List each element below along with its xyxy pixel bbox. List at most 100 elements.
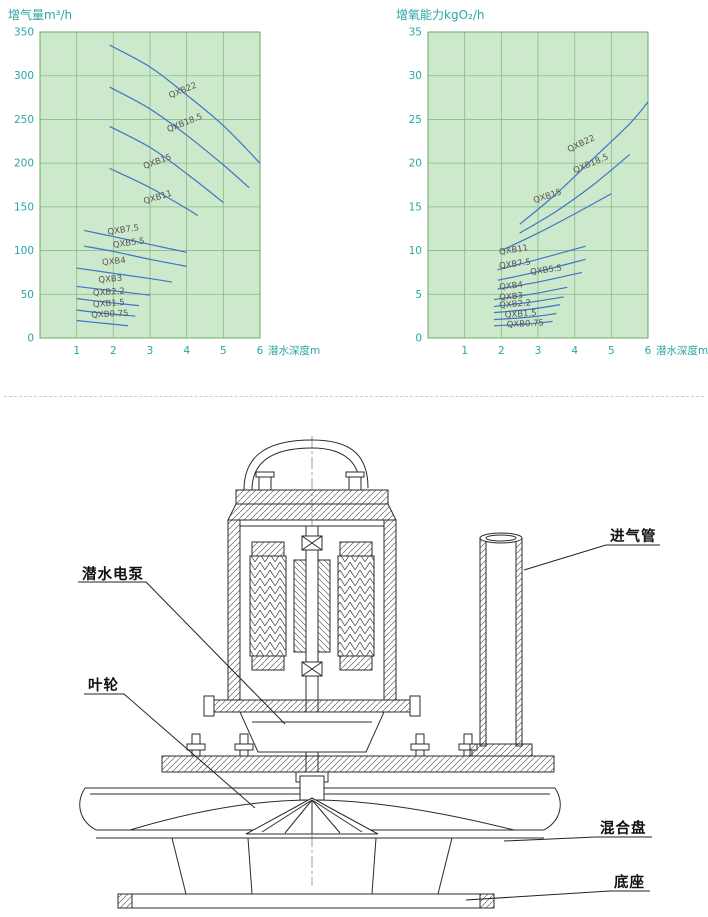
x-tick-label: 1: [461, 345, 468, 357]
gas-volume-chart: 增气量m³/h 1 2 3 4 5 6 0 50 100 150 200 250 300 350 潜水深度m…: [6, 6, 320, 362]
bearing-top: [301, 535, 323, 551]
base-plate: [117, 893, 495, 909]
y-tick-label: 25: [409, 114, 422, 126]
curve-label-QXB2.2: QXB2.2: [93, 287, 125, 299]
y-tick-label: 250: [14, 114, 34, 126]
mounting-plate: [161, 733, 555, 783]
leader-lines: [78, 544, 660, 901]
motor-housing: [227, 519, 397, 701]
label-impeller: 叶轮: [88, 678, 119, 694]
y-tick-label: 200: [14, 158, 34, 170]
curve-label-QXB3: QXB3: [499, 291, 524, 303]
curve-QXB22: [519, 101, 649, 225]
x-axis-label: 潜水深度m: [656, 344, 708, 357]
curve-QXB15: [109, 125, 224, 203]
oxygen-capacity-chart: 增氧能力kgO₂/h 1 2 3 4 5 6 0 5 10 15 20 25 30 35 潜水深度m QXB2…: [394, 6, 708, 362]
curve-QXB7.5: [83, 229, 187, 253]
impeller: [245, 775, 379, 835]
curve-QXB1.5: [76, 309, 136, 317]
pedestal: [171, 837, 453, 895]
y-tick-label: 5: [415, 289, 422, 301]
curve-label-QXB4: QXB4: [499, 280, 524, 292]
section-divider: [4, 396, 704, 397]
y-tick-label: 0: [415, 333, 422, 345]
curve-label-QXB5.5: QXB5.5: [112, 236, 145, 250]
x-tick-label: 4: [571, 345, 578, 357]
curve-QXB5.5: [497, 271, 583, 290]
air-intake-pipe: [469, 532, 533, 757]
curve-QXB3: [76, 285, 151, 296]
leader-impeller: [84, 693, 256, 809]
curve-QXB3: [493, 296, 564, 308]
oxygen-capacity-axis-title: 增氧能力kgO₂/h: [396, 8, 485, 22]
curve-label-QXB0.75: QXB0.75: [506, 318, 544, 330]
curve-QXB15: [501, 193, 612, 252]
leader-air-intake-pipe: [523, 544, 660, 571]
x-tick-label: 2: [110, 345, 117, 357]
curve-QXB18.5: [109, 86, 250, 189]
leader-base: [465, 890, 650, 901]
y-tick-label: 350: [14, 27, 34, 39]
curve-QXB18.5: [519, 153, 631, 234]
label-air-intake-pipe: 进气管: [610, 529, 657, 545]
curve-label-QXB5.5: QXB5.5: [530, 263, 563, 277]
curve-QXB4: [76, 267, 173, 283]
curve-label-QXB1.5: QXB1.5: [505, 308, 537, 320]
curve-QXB0.75: [493, 320, 553, 327]
x-tick-label: 6: [645, 345, 652, 357]
curve-label-QXB7.5: QXB7.5: [499, 257, 532, 271]
curve-label-QXB0.75: QXB0.75: [91, 309, 129, 321]
curve-label-QXB3: QXB3: [98, 274, 123, 286]
y-tick-label: 10: [409, 245, 422, 257]
plot-border: [427, 31, 649, 339]
aerator-diagram: 潜水电泵 叶轮 进气管 混合盘 底座: [0, 410, 708, 917]
curve-label-QXB11: QXB11: [498, 243, 528, 257]
label-mixing-plate: 混合盘: [600, 821, 647, 837]
curve-QXB22: [109, 44, 261, 164]
x-tick-label: 5: [608, 345, 615, 357]
plot-border: [39, 31, 261, 339]
x-tick-label: 6: [257, 345, 264, 357]
y-tick-label: 150: [14, 201, 34, 213]
stator-windings: [249, 541, 375, 671]
curve-label-QXB2.2: QXB2.2: [499, 298, 532, 311]
x-tick-label: 4: [183, 345, 190, 357]
curve-QXB0.75: [76, 319, 129, 327]
leader-mixing-plate: [503, 836, 652, 842]
curve-QXB2.2: [493, 304, 561, 314]
curve-label-QXB4: QXB4: [102, 256, 127, 268]
y-tick-label: 300: [14, 70, 34, 82]
y-tick-label: 0: [27, 333, 34, 345]
gas-volume-axis-title: 增气量m³/h: [8, 8, 73, 22]
curve-QXB1.5: [493, 312, 557, 321]
x-tick-label: 1: [73, 345, 80, 357]
top-cap: [227, 471, 397, 521]
x-tick-label: 2: [498, 345, 505, 357]
y-tick-label: 20: [409, 158, 422, 170]
label-base: 底座: [614, 875, 645, 891]
x-tick-label: 5: [220, 345, 227, 357]
label-submersible-pump: 潜水电泵: [82, 567, 144, 583]
leader-submersible-pump: [78, 581, 286, 725]
x-axis-label: 潜水深度m: [268, 344, 320, 357]
y-tick-label: 15: [409, 201, 422, 213]
curve-QXB11: [497, 245, 586, 271]
y-tick-label: 30: [409, 70, 422, 82]
lifting-handle: [243, 439, 369, 491]
curve-label-QXB1.5: QXB1.5: [93, 298, 125, 310]
curve-label-QXB7.5: QXB7.5: [107, 223, 140, 237]
seal-housing: [239, 711, 385, 753]
x-tick-label: 3: [535, 345, 542, 357]
curve-QXB2.2: [76, 298, 140, 307]
y-tick-label: 100: [14, 245, 34, 257]
curve-QXB4: [493, 286, 568, 301]
x-tick-label: 3: [147, 345, 154, 357]
y-tick-label: 50: [21, 289, 34, 301]
bearing-bottom: [301, 661, 323, 677]
aerator-cross-section-drawing: [78, 436, 660, 909]
curve-QXB11: [109, 167, 198, 217]
curve-QXB5.5: [83, 245, 187, 267]
y-tick-label: 35: [409, 27, 422, 39]
